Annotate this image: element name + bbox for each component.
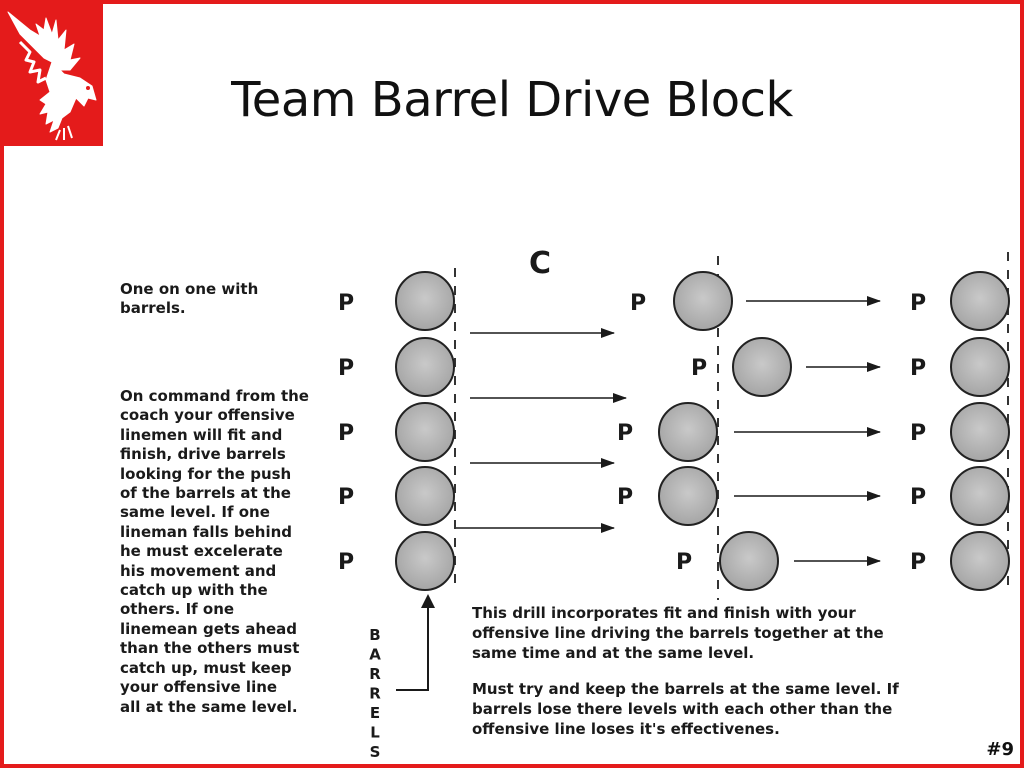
barrel: [732, 337, 792, 397]
player-marker: P: [910, 421, 926, 446]
barrel: [395, 531, 455, 591]
player-marker: P: [338, 550, 354, 575]
player-marker: P: [691, 356, 707, 381]
instruction-line: looking for the push: [120, 464, 292, 483]
intro-line: barrels.: [120, 299, 186, 318]
barrels-label-letter: R: [369, 685, 381, 703]
player-marker: P: [617, 485, 633, 510]
slide-number: #9: [986, 739, 1014, 760]
description-line: offensive line driving the barrels toget…: [472, 623, 884, 642]
instruction-line: your offensive line: [120, 678, 278, 697]
player-marker: P: [617, 421, 633, 446]
instruction-line: linemean gets ahead: [120, 619, 298, 638]
instruction-line: catch up, must keep: [120, 658, 292, 677]
barrel: [395, 271, 455, 331]
instructions-text: On command from the coach your offensive…: [120, 387, 350, 717]
description-line: Must try and keep the barrels at the sam…: [472, 680, 899, 698]
logo-panel: [0, 0, 103, 146]
barrel: [395, 337, 455, 397]
barrels-pointer-arrowhead: [421, 594, 435, 608]
barrel: [950, 402, 1010, 462]
intro-text: One on one with barrels.: [120, 280, 350, 319]
description-line: This drill incorporates fit and finish w…: [472, 604, 856, 622]
coach-label: C: [529, 246, 551, 281]
instruction-line: On command from the: [120, 387, 309, 405]
description-line: barrels lose there levels with each othe…: [472, 699, 893, 718]
barrel: [719, 531, 779, 591]
description-paragraph-1: This drill incorporates fit and finish w…: [472, 604, 972, 663]
player-marker: P: [338, 421, 354, 446]
instruction-line: than the others must: [120, 639, 300, 658]
barrel: [395, 402, 455, 462]
player-marker: P: [676, 550, 692, 575]
instruction-line: all at the same level.: [120, 697, 298, 716]
instruction-line: linemen will fit and: [120, 425, 283, 444]
instruction-line: others. If one: [120, 600, 235, 619]
instruction-line: his movement and: [120, 561, 277, 580]
instruction-line: finish, drive barrels: [120, 445, 286, 464]
instruction-line: of the barrels at the: [120, 484, 291, 503]
player-marker: P: [630, 291, 646, 316]
instruction-line: he must excelerate: [120, 542, 283, 561]
barrel: [950, 337, 1010, 397]
barrel: [950, 271, 1010, 331]
barrel: [658, 402, 718, 462]
barrels-label-letter: S: [370, 743, 381, 761]
player-marker: P: [338, 291, 354, 316]
barrels-label-letter: R: [369, 665, 381, 683]
instruction-line: lineman falls behind: [120, 522, 293, 541]
barrels-label-letter: B: [369, 626, 380, 644]
barrels-label-letter: A: [369, 646, 381, 664]
player-marker: P: [910, 485, 926, 510]
player-marker: P: [338, 356, 354, 381]
barrel: [950, 531, 1010, 591]
description-line: offensive line loses it's effectivenes.: [472, 719, 780, 738]
player-marker: P: [910, 550, 926, 575]
description-line: same time and at the same level.: [472, 643, 755, 662]
player-marker: P: [910, 291, 926, 316]
barrels-pointer-line: [396, 596, 429, 691]
eagle-logo-icon: [7, 11, 97, 141]
instruction-line: same level. If one: [120, 503, 270, 522]
instruction-line: catch up with the: [120, 581, 268, 600]
description-paragraph-2: Must try and keep the barrels at the sam…: [472, 680, 972, 739]
slide-title: Team Barrel Drive Block: [231, 72, 793, 128]
barrels-label-letter: L: [370, 724, 380, 742]
barrel: [673, 271, 733, 331]
barrel: [950, 466, 1010, 526]
barrel: [658, 466, 718, 526]
player-marker: P: [338, 485, 354, 510]
barrels-label-letter: E: [370, 704, 380, 722]
intro-line: One on one with: [120, 280, 259, 298]
barrel: [395, 466, 455, 526]
player-marker: P: [910, 356, 926, 381]
instruction-line: coach your offensive: [120, 406, 295, 425]
